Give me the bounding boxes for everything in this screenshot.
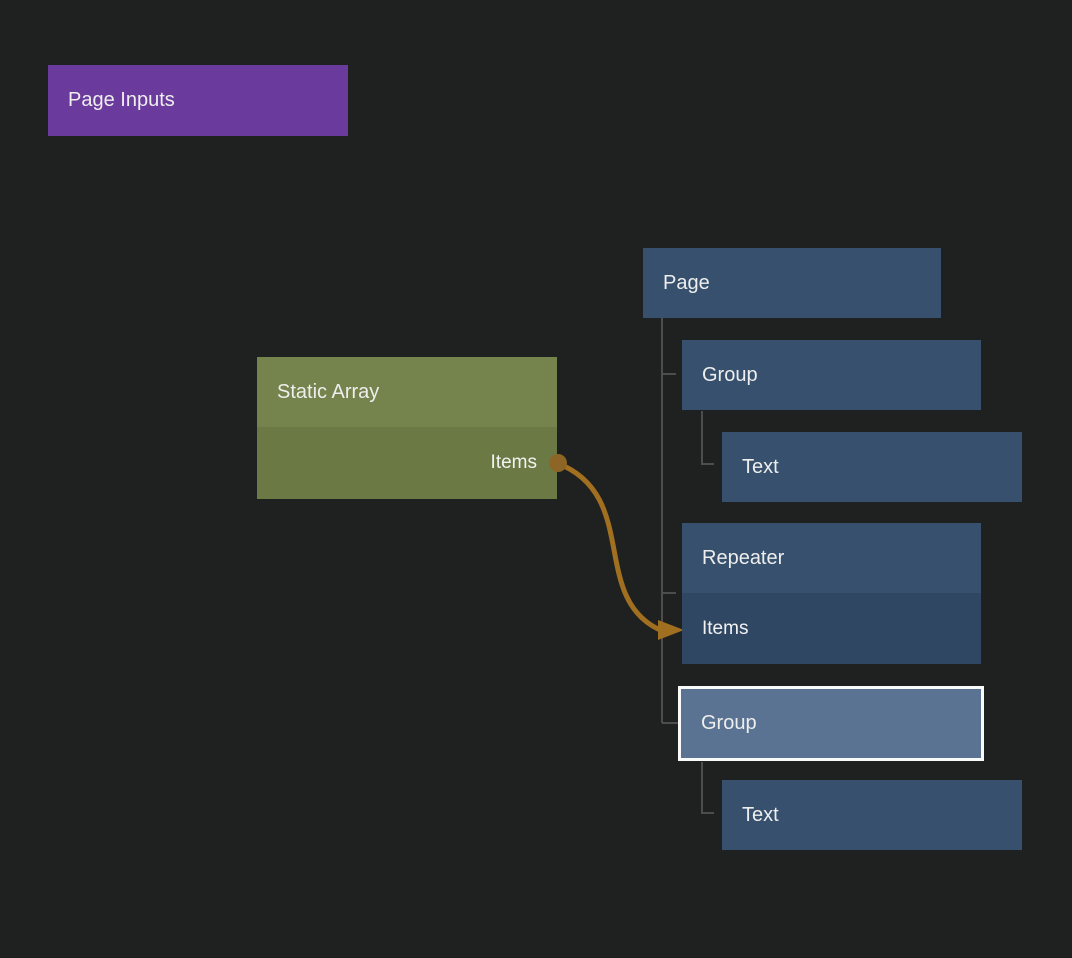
tree-node-label: Text bbox=[742, 456, 779, 478]
tree-elbow-text-2 bbox=[701, 762, 714, 814]
repeater-header[interactable]: Repeater bbox=[682, 523, 981, 593]
tree-node-group-2-selected[interactable]: Group bbox=[678, 686, 984, 761]
tree-node-label: Text bbox=[742, 804, 779, 826]
tree-node-text-2[interactable]: Text bbox=[722, 780, 1022, 850]
connection-wire[interactable] bbox=[554, 460, 661, 632]
items-output-port-label: Items bbox=[490, 452, 537, 473]
tree-node-label: Group bbox=[701, 712, 757, 734]
static-array-title: Static Array bbox=[277, 381, 380, 403]
page-inputs-label: Page Inputs bbox=[68, 89, 175, 111]
tree-node-repeater[interactable]: Repeater Items bbox=[682, 523, 981, 664]
tree-node-page[interactable]: Page bbox=[643, 248, 941, 318]
tree-node-label: Group bbox=[702, 364, 758, 386]
repeater-items-input-row[interactable]: Items bbox=[682, 593, 981, 664]
tree-node-text-1[interactable]: Text bbox=[722, 432, 1022, 502]
static-array-node[interactable]: Static Array Items bbox=[257, 357, 557, 499]
static-array-output-row[interactable]: Items bbox=[257, 427, 557, 499]
items-input-port-label: Items bbox=[702, 618, 749, 639]
connection-arrowhead-icon bbox=[658, 620, 684, 640]
tree-node-label: Page bbox=[663, 272, 710, 294]
page-inputs-node[interactable]: Page Inputs bbox=[48, 65, 348, 136]
tree-node-label: Repeater bbox=[702, 547, 785, 569]
tree-elbow-text-1 bbox=[701, 411, 714, 465]
tree-node-group-1[interactable]: Group bbox=[682, 340, 981, 410]
static-array-header[interactable]: Static Array bbox=[257, 357, 557, 427]
